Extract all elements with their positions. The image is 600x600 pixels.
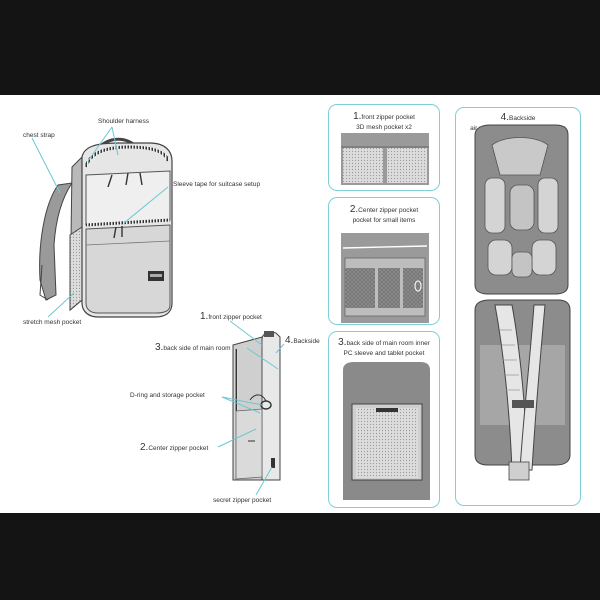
card3-line1: back side of main room inner	[346, 340, 430, 347]
label-center-zipper-num: 2.	[140, 442, 149, 453]
label-center-zipper-text: Center zipper pocket	[148, 445, 209, 452]
label-front-zipper-num: 1.	[200, 311, 209, 322]
card2-line1: Center zipper pocket	[358, 207, 419, 214]
card1-line2: 3D mesh pocket x2	[356, 123, 412, 131]
card1-num: 1.	[353, 111, 362, 122]
card2-title: 2.Center zipper pocket pocket for small …	[329, 203, 439, 225]
label-d-ring-text: D-ring and storage pocket	[130, 392, 205, 399]
backpack-side-view	[232, 331, 281, 481]
card-front-zipper-pocket: 1.front zipper pocket 3D mesh pocket x2	[328, 104, 440, 191]
card4-line2: air ventilation 3D padding system	[470, 124, 566, 132]
label-backside-side-text: Backside	[293, 338, 320, 345]
card2-line2: pocket for small items	[352, 216, 416, 224]
label-stretch-mesh: stretch mesh pocket	[23, 319, 82, 326]
card4-title: 4.Backside air ventilation 3D padding sy…	[456, 111, 580, 133]
backpack-front-view	[39, 137, 173, 318]
label-back-side-main: 3.back side of main room	[155, 342, 231, 353]
label-chest-strap: chest strap	[23, 132, 55, 139]
label-backside-side: 4.Backside	[285, 335, 320, 346]
label-backside-side-num: 4.	[285, 335, 294, 346]
label-back-side-main-num: 3.	[155, 342, 164, 353]
card-backside: 4.Backside air ventilation 3D padding sy…	[455, 107, 581, 506]
card4-num: 4.	[500, 112, 509, 123]
label-sleeve-tape: Sleeve tape for suitcase setup	[173, 181, 261, 188]
backpack-illustration	[31, 126, 285, 496]
label-front-zipper-text: front zipper pocket	[208, 314, 262, 321]
card3-line2: PC sleeve and tablet pocket	[343, 349, 425, 357]
label-secret-zipper: secret zipper pocket	[213, 497, 271, 504]
label-front-zipper: 1.front zipper pocket	[200, 311, 262, 322]
card-center-zipper-pocket: 2.Center zipper pocket pocket for small …	[328, 197, 440, 325]
card4-line1: Backside	[508, 115, 536, 122]
label-secret-zipper-text: secret zipper pocket	[213, 497, 272, 504]
label-shoulder-harness: Shoulder harness	[98, 118, 149, 125]
card2-num: 2.	[349, 204, 359, 215]
product-infographic: chest strap Shoulder harness Sleeve tape…	[0, 95, 600, 513]
card-back-side-main-room: 3.back side of main room inner PC sleeve…	[328, 331, 440, 508]
label-back-side-main-text: back side of main room	[163, 345, 231, 352]
label-d-ring: D-ring and storage pocket	[130, 392, 205, 399]
card1-line1: front zipper pocket	[361, 114, 415, 121]
side-leader-lines	[217, 320, 285, 496]
card3-num: 3.	[338, 337, 347, 348]
card1-title: 1.front zipper pocket 3D mesh pocket x2	[329, 110, 439, 132]
label-center-zipper: 2.Center zipper pocket	[140, 442, 208, 453]
left-leader-lines	[31, 126, 169, 318]
card3-title: 3.back side of main room inner PC sleeve…	[329, 336, 439, 358]
